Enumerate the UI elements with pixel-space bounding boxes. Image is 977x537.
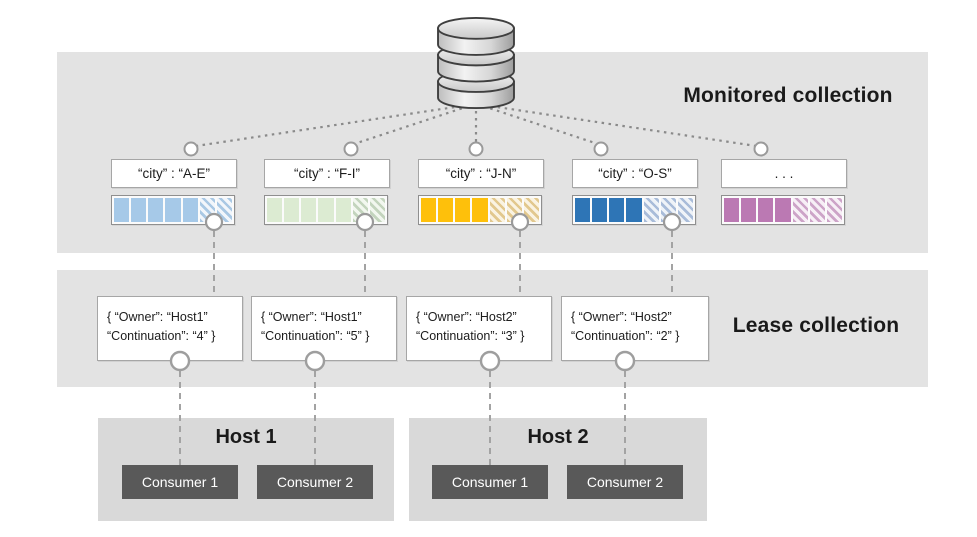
partition-cell-solid: [165, 198, 181, 222]
partition-cell-hatched: [792, 198, 808, 222]
lease-line2: “Continuation”: “3” }: [416, 329, 525, 344]
database-icon: [437, 16, 515, 110]
host-title: Host 1: [215, 426, 277, 448]
consumer-box: Consumer 1: [432, 465, 548, 499]
partition-cell-solid: [626, 198, 642, 222]
lease-line2: “Continuation”: “5” }: [261, 329, 370, 344]
partition-cell-solid: [148, 198, 164, 222]
partition-cell-solid: [741, 198, 757, 222]
partition-cell-solid: [592, 198, 608, 222]
partition-bar: [111, 195, 235, 225]
lease-document: { “Owner”: “Host2” “Continuation”: “2” }: [561, 296, 709, 361]
lease-document: { “Owner”: “Host2” “Continuation”: “3” }: [406, 296, 552, 361]
monitored-collection-label: Monitored collection: [683, 84, 893, 107]
partition-key-label: “city” : “J-N”: [418, 159, 544, 188]
partition-key-label: “city” : “O-S”: [572, 159, 698, 188]
partition-cell-solid: [575, 198, 591, 222]
consumer-box: Consumer 1: [122, 465, 238, 499]
lease-line2: “Continuation”: “4” }: [107, 329, 216, 344]
partition-key-label: . . .: [721, 159, 847, 188]
partition-cell-hatched: [352, 198, 368, 222]
partition-key-label: “city” : “A-E”: [111, 159, 237, 188]
host-2-panel: Host 2 Consumer 1 Consumer 2: [409, 418, 707, 521]
partition-cell-solid: [438, 198, 454, 222]
partition-cell-solid: [284, 198, 300, 222]
partition-cell-hatched: [660, 198, 676, 222]
partition-cell-solid: [182, 198, 198, 222]
partition-cell-solid: [758, 198, 774, 222]
partition-cell-solid: [724, 198, 740, 222]
partition-cell-hatched: [216, 198, 232, 222]
partition-cell-solid: [318, 198, 334, 222]
partition-cell-hatched: [677, 198, 693, 222]
host-1-panel: Host 1 Consumer 1 Consumer 2: [98, 418, 394, 521]
lease-document: { “Owner”: “Host1” “Continuation”: “5” }: [251, 296, 397, 361]
consumer-box: Consumer 2: [567, 465, 683, 499]
partition-key-label: “city” : “F-I”: [264, 159, 390, 188]
host-title: Host 2: [527, 426, 589, 448]
partition-cell-solid: [609, 198, 625, 222]
partition-cell-hatched: [199, 198, 215, 222]
partition-cell-solid: [775, 198, 791, 222]
partition-cell-hatched: [369, 198, 385, 222]
partition-bar: [418, 195, 542, 225]
partition-cell-solid: [472, 198, 488, 222]
partition-bar: [572, 195, 696, 225]
lease-line1: { “Owner”: “Host2”: [571, 310, 672, 324]
lease-document: { “Owner”: “Host1” “Continuation”: “4” }: [97, 296, 243, 361]
partition-cell-hatched: [506, 198, 522, 222]
partition-cell-hatched: [489, 198, 505, 222]
lease-line2: “Continuation”: “2” }: [571, 329, 680, 344]
consumer-box: Consumer 2: [257, 465, 373, 499]
partition-bar: [264, 195, 388, 225]
partition-cell-hatched: [826, 198, 842, 222]
lease-line1: { “Owner”: “Host1”: [107, 310, 208, 324]
partition-cell-solid: [267, 198, 283, 222]
partition-bar: [721, 195, 845, 225]
partition-cell-solid: [421, 198, 437, 222]
partition-cell-solid: [301, 198, 317, 222]
partition-cell-solid: [131, 198, 147, 222]
partition-cell-solid: [455, 198, 471, 222]
lease-line1: { “Owner”: “Host2”: [416, 310, 517, 324]
partition-cell-solid: [114, 198, 130, 222]
partition-cell-hatched: [809, 198, 825, 222]
partition-cell-solid: [335, 198, 351, 222]
partition-cell-hatched: [643, 198, 659, 222]
lease-line1: { “Owner”: “Host1”: [261, 310, 362, 324]
partition-cell-hatched: [523, 198, 539, 222]
lease-collection-label: Lease collection: [732, 314, 900, 337]
